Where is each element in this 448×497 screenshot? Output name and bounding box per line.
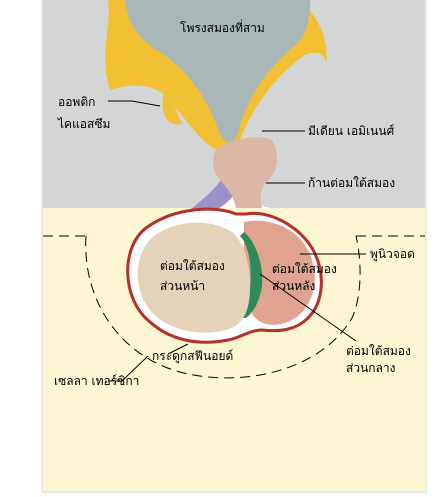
- label-intermediate-lobe-line2: ส่วนกลาง: [346, 361, 395, 375]
- anterior-lobe: [137, 222, 250, 333]
- label-posterior-lobe-line1: ต่อมใต้สมอง: [272, 262, 337, 276]
- label-median-eminence: มีเดียน เอมิเนนศ์: [308, 124, 395, 138]
- label-pituitary-stalk: ก้านต่อมใต้สมอง: [308, 176, 395, 190]
- label-sphenoid-bone: กระดูกสฟีนอยด์: [152, 349, 233, 364]
- leader-intermediate-lobe: [259, 273, 357, 342]
- intermediate-lobe: [240, 232, 263, 318]
- leader-optic-chiasm: [108, 100, 161, 107]
- posterior-lobe: [243, 220, 315, 325]
- label-sella-turcica: เซลลา เทอร์ซิกา: [54, 374, 139, 388]
- optic-chiasm-recess: [162, 90, 182, 125]
- label-third-ventricle: โพรงสมองที่สาม: [180, 19, 265, 35]
- leader-sphenoid: [167, 343, 189, 355]
- label-optic-chiasm-line1: ออพติก: [58, 95, 95, 109]
- sella-turcica-outline: [85, 235, 361, 379]
- pituitary-stalk: [213, 137, 277, 208]
- label-intermediate-lobe-line1: ต่อมใต้สมอง: [346, 344, 411, 358]
- label-optic-chiasm-line2: ไคแอสซึม: [57, 117, 110, 131]
- leader-sella-turcica: [108, 355, 149, 382]
- label-anterior-lobe-line1: ต่อมใต้สมอง: [160, 259, 225, 273]
- label-posterior-lobe-line2: ส่วนหลัง: [272, 279, 315, 293]
- label-anterior-lobe-line2: ส่วนหน้า: [160, 279, 205, 293]
- label-dura: พูนิวจอด: [370, 247, 415, 262]
- third-ventricle: [125, 0, 310, 143]
